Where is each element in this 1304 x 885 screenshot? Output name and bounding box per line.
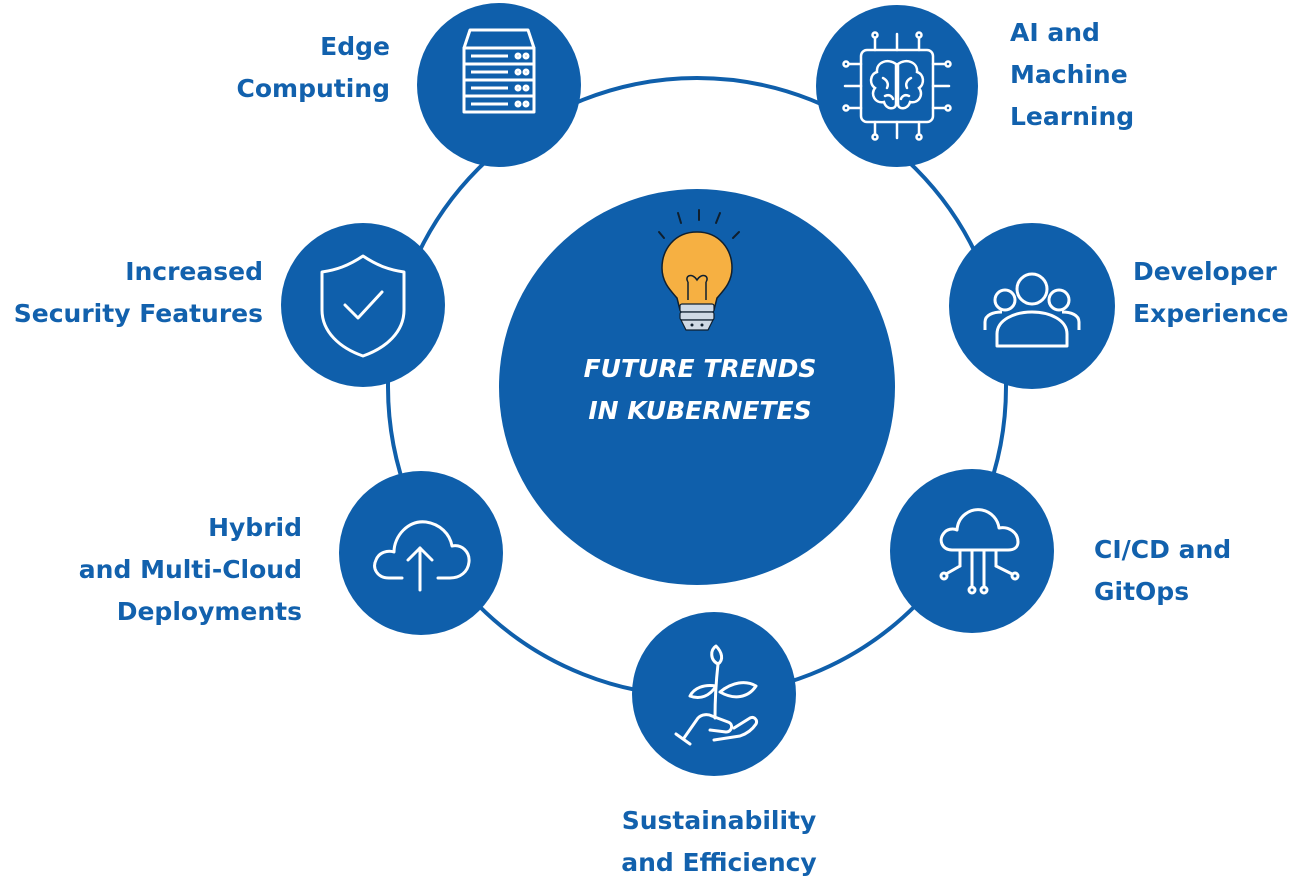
- label-line: GitOps: [1094, 577, 1190, 606]
- label-line: Deployments: [116, 597, 302, 626]
- users-icon: [983, 272, 1081, 348]
- title-line-2: IN KUBERNETES: [588, 396, 812, 425]
- label-line: Hybrid: [208, 513, 302, 542]
- label-line: Computing: [236, 74, 390, 103]
- node-circle-security: [281, 223, 445, 387]
- label-line: Increased: [125, 257, 263, 286]
- label-line: Sustainability: [621, 806, 817, 835]
- label-line: AI and: [1010, 18, 1100, 47]
- title-line-1: FUTURE TRENDS: [583, 354, 817, 383]
- label-line: Machine: [1010, 60, 1128, 89]
- brain-chip-icon: [842, 31, 952, 141]
- server-icon: [462, 28, 536, 114]
- label-security: Increased Security Features: [14, 251, 263, 335]
- label-line: Learning: [1010, 102, 1135, 131]
- label-developer-experience: Developer Experience: [1133, 251, 1288, 335]
- plant-hand-icon: [674, 644, 758, 746]
- center-title: FUTURE TRENDS IN KUBERNETES: [505, 348, 895, 432]
- node-circle-developer-experience: [949, 223, 1115, 389]
- center-circle: [499, 189, 895, 585]
- label-line: Security Features: [13, 299, 263, 328]
- shield-check-icon: [320, 254, 406, 358]
- cloud-upload-icon: [373, 520, 471, 592]
- label-line: and Efficiency: [621, 848, 817, 877]
- label-line: CI/CD and: [1094, 535, 1232, 564]
- label-line: Edge: [320, 32, 390, 61]
- label-line: Developer: [1133, 257, 1277, 286]
- label-cicd-gitops: CI/CD and GitOps: [1094, 529, 1231, 613]
- lightbulb-icon: [658, 209, 740, 331]
- label-edge-computing: Edge Computing: [237, 26, 390, 110]
- label-hybrid-cloud: Hybrid and Multi-Cloud Deployments: [79, 507, 302, 633]
- cloud-network-icon: [939, 508, 1020, 595]
- node-circle-edge-computing: [417, 3, 581, 167]
- label-sustainability: Sustainability and Efficiency: [569, 800, 869, 884]
- label-line: and Multi-Cloud: [78, 555, 302, 584]
- label-line: Experience: [1133, 299, 1289, 328]
- node-circle-sustainability: [632, 612, 796, 776]
- label-ai-ml: AI and Machine Learning: [1010, 12, 1134, 138]
